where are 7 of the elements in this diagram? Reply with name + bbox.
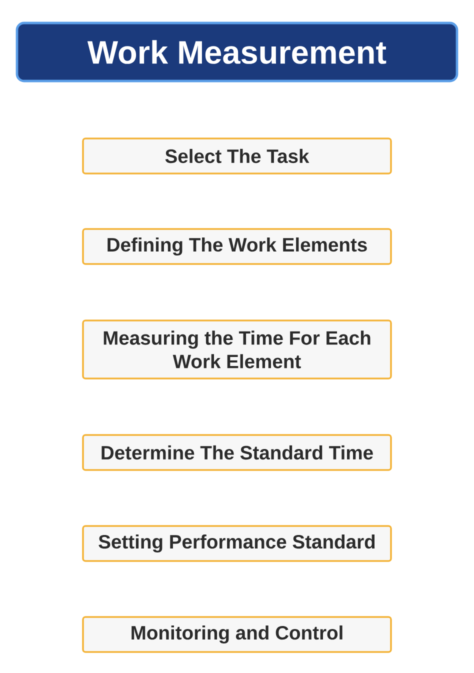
- step-box: Setting Performance Standard: [82, 525, 392, 562]
- step-box: Measuring the Time For Each Work Element: [82, 320, 392, 380]
- step-box: Select The Task: [82, 138, 392, 174]
- title-banner: Work Measurement: [16, 22, 458, 82]
- step-box: Defining The Work Elements: [82, 228, 392, 265]
- step-box: Monitoring and Control: [82, 616, 392, 653]
- step-box: Determine The Standard Time: [82, 434, 392, 471]
